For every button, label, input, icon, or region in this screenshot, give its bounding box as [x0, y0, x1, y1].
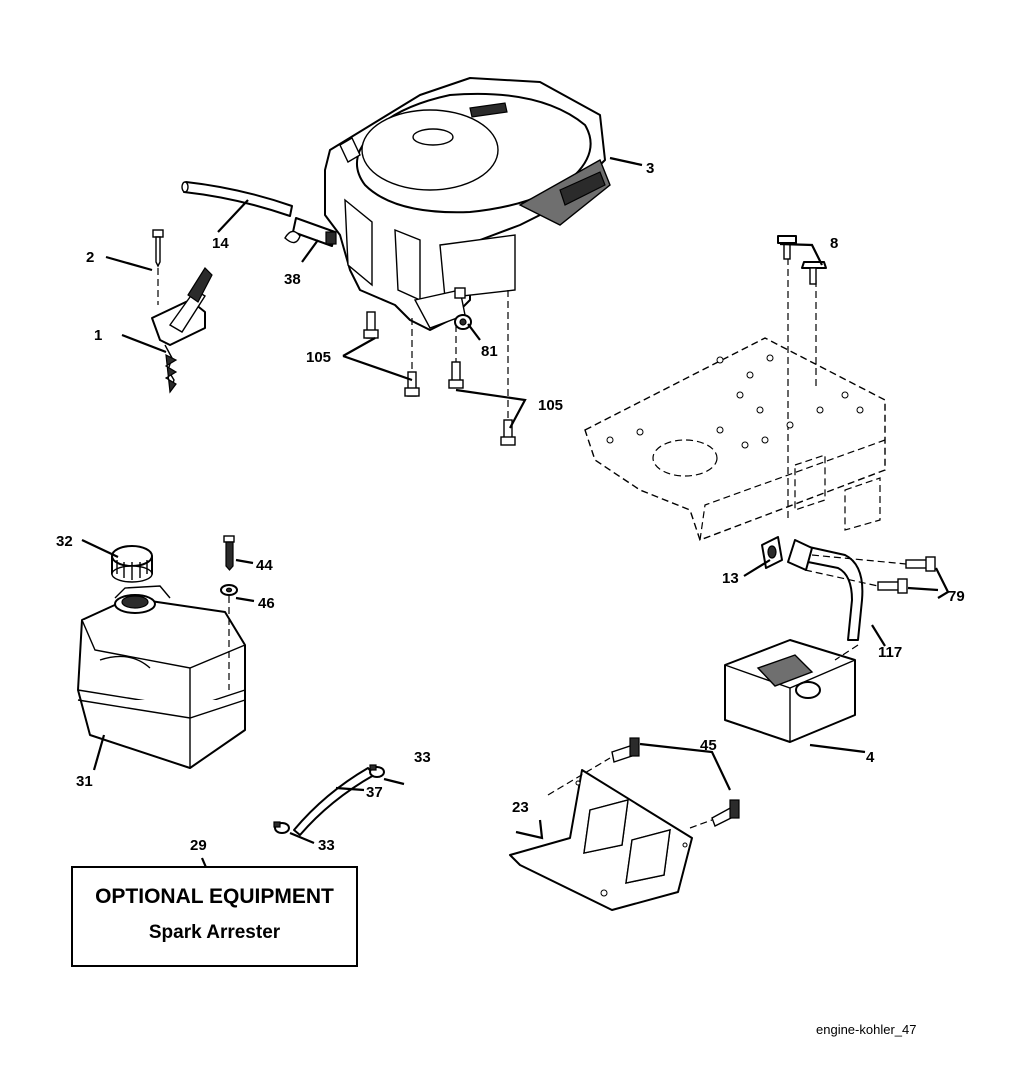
- exhaust-pipe: [787, 539, 864, 641]
- callout-14: 14: [212, 235, 229, 252]
- callout-33-upper: 33: [414, 749, 431, 766]
- callout-labels: 1 2 3 4 8 13 14 23 29 31 32 33 33 37 38 …: [56, 160, 965, 854]
- callout-44: 44: [256, 557, 273, 574]
- tank-screw: [223, 535, 235, 571]
- callout-45: 45: [700, 737, 717, 754]
- callout-4: 4: [866, 749, 875, 766]
- fuel-tank-neck: [114, 594, 156, 614]
- tank-washer: [220, 584, 238, 690]
- callout-105-left: 105: [306, 349, 331, 366]
- fuel-hose: [293, 767, 375, 836]
- callout-23: 23: [512, 799, 529, 816]
- callout-117: 117: [878, 644, 902, 661]
- callout-105-right: 105: [538, 397, 563, 414]
- callout-13: 13: [722, 570, 739, 587]
- callout-31: 31: [76, 773, 93, 790]
- callout-8: 8: [830, 235, 838, 252]
- fuel-line: [181, 181, 293, 217]
- arrester-screws: [547, 737, 740, 829]
- fuel-tank: [77, 585, 246, 769]
- muffler-mount-bolts: [777, 235, 827, 285]
- frame: [584, 258, 886, 541]
- figure-identifier: engine-kohler_47: [816, 1022, 917, 1037]
- exhaust-bolts: [804, 554, 936, 594]
- callout-46: 46: [258, 595, 275, 612]
- callout-29: 29: [190, 837, 207, 854]
- throttle-control: [151, 267, 213, 394]
- callout-33-lower: 33: [318, 837, 335, 854]
- muffler: [724, 639, 859, 743]
- callout-38: 38: [284, 271, 301, 288]
- fuel-fitting: [284, 217, 337, 247]
- washer: [454, 314, 472, 330]
- hose-clamp-lower: [273, 821, 290, 834]
- optional-equipment-subtitle: Spark Arrester: [148, 922, 281, 943]
- screw: [152, 229, 164, 305]
- optional-equipment-box: OPTIONAL EQUIPMENT Spark Arrester: [71, 866, 358, 967]
- hose-clamp-upper: [369, 764, 385, 778]
- callout-1: 1: [94, 327, 102, 344]
- spark-arrester: [509, 769, 693, 911]
- callout-32: 32: [56, 533, 73, 550]
- callout-2: 2: [86, 249, 94, 266]
- fuel-cap: [111, 545, 153, 583]
- engine-bolts: [363, 290, 516, 446]
- callout-79: 79: [948, 588, 965, 605]
- optional-equipment-title: OPTIONAL EQUIPMENT: [95, 885, 334, 908]
- callout-37: 37: [366, 784, 383, 801]
- exhaust-gasket: [761, 536, 783, 569]
- callout-3: 3: [646, 160, 654, 177]
- leader-lines: [81, 156, 950, 873]
- engine: [324, 77, 611, 331]
- callout-81: 81: [481, 343, 498, 360]
